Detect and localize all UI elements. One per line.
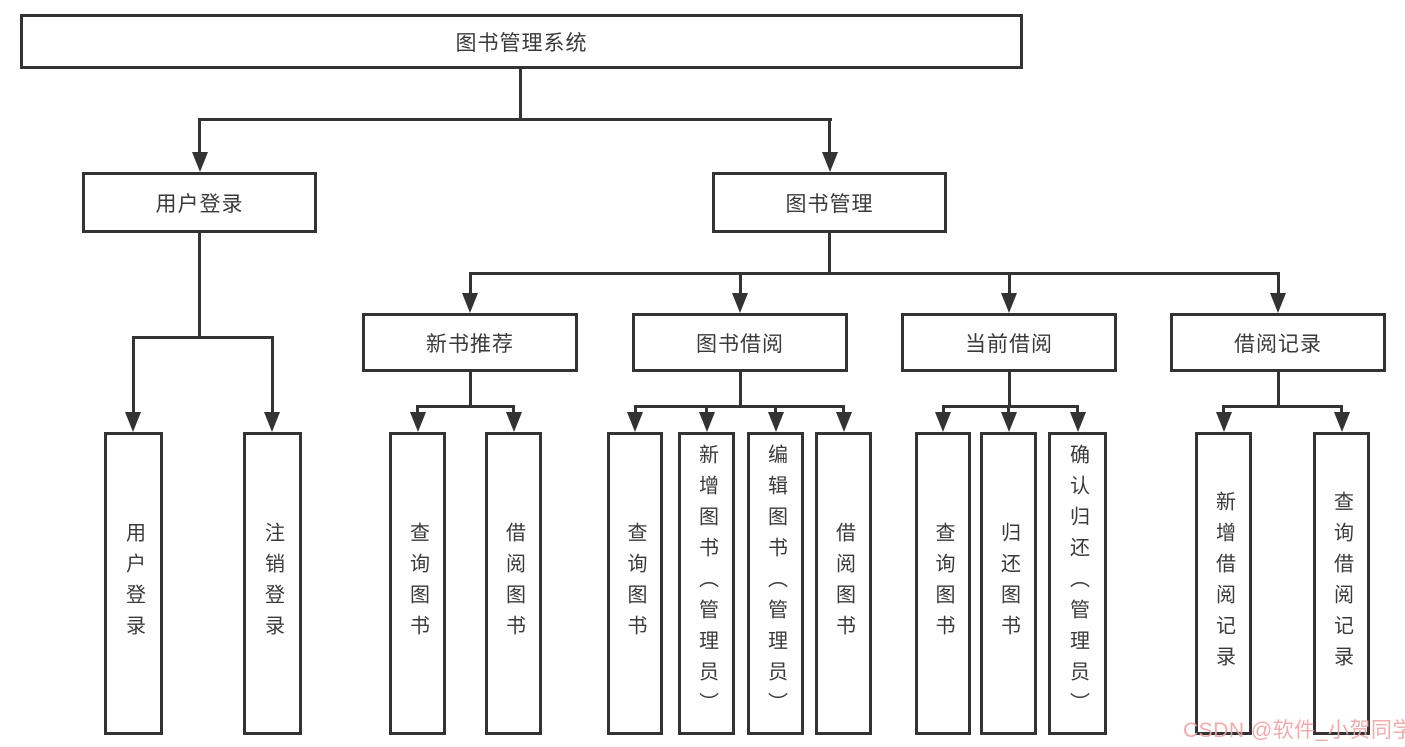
node-new-book-recommend: 新书推荐 [362, 313, 578, 372]
leaf-confirm-return-admin: 确认归还（管理员） [1048, 432, 1107, 735]
connector-line [1222, 405, 1343, 408]
node-label: 新增图书（管理员） [695, 444, 718, 723]
arrow-down-icon [1001, 412, 1017, 432]
node-label: 用户登录 [122, 521, 145, 646]
leaf-recommend-borrow-books: 借阅图书 [485, 432, 542, 735]
connector-line [519, 69, 522, 118]
connector-line [416, 405, 419, 417]
leaf-recommend-query-books: 查询图书 [389, 432, 446, 735]
arrow-down-icon [410, 412, 426, 432]
node-label: 查询借阅记录 [1330, 490, 1353, 677]
arrow-down-icon [1216, 412, 1232, 432]
node-label: 用户登录 [155, 192, 244, 216]
node-user-login: 用户登录 [82, 172, 317, 233]
connector-line [416, 405, 515, 408]
connector-line [469, 272, 1280, 275]
node-label: 图书借阅 [696, 332, 784, 356]
leaf-borrow-books: 借阅图书 [815, 432, 872, 735]
connector-line [1340, 405, 1343, 417]
connector-line [828, 118, 831, 156]
connector-line [1277, 272, 1280, 297]
connector-line [828, 233, 831, 272]
connector-line [132, 336, 135, 418]
arrow-down-icon [836, 412, 852, 432]
node-label: 当前借阅 [965, 332, 1053, 356]
node-book-borrowing: 图书借阅 [632, 313, 848, 372]
node-label: 查询图书 [406, 521, 429, 646]
node-label: 图书管理 [785, 192, 874, 216]
node-label: 查询图书 [624, 521, 646, 646]
node-label: 确认归还（管理员） [1066, 444, 1089, 723]
connector-line [1277, 372, 1280, 405]
connector-line [942, 405, 1079, 408]
connector-line [1008, 272, 1011, 297]
connector-line [271, 336, 274, 418]
connector-line [1076, 405, 1079, 417]
arrow-down-icon [768, 412, 784, 432]
connector-line [198, 233, 201, 336]
connector-line [705, 405, 708, 417]
node-label: 注销登录 [261, 521, 284, 646]
arrow-down-icon [822, 152, 838, 172]
node-label: 新增借阅记录 [1212, 490, 1235, 677]
leaf-add-books-admin: 新增图书（管理员） [678, 432, 735, 735]
leaf-add-borrow-record: 新增借阅记录 [1195, 432, 1252, 735]
node-label: 借阅图书 [832, 521, 855, 646]
node-root-library-system: 图书管理系统 [20, 14, 1023, 69]
connector-line [132, 336, 274, 339]
arrow-down-icon [1001, 293, 1017, 313]
leaf-user-login: 用户登录 [104, 432, 163, 735]
node-borrow-records: 借阅记录 [1170, 313, 1386, 372]
connector-line [739, 372, 742, 405]
node-book-management: 图书管理 [712, 172, 947, 233]
node-label: 查询图书 [932, 521, 954, 646]
node-label: 归还图书 [997, 521, 1020, 646]
leaf-logout: 注销登录 [243, 432, 302, 735]
arrow-down-icon [732, 293, 748, 313]
arrow-down-icon [699, 412, 715, 432]
connector-line [1222, 405, 1225, 417]
connector-line [198, 118, 201, 156]
arrow-down-icon [192, 152, 208, 172]
node-label: 编辑图书（管理员） [764, 444, 787, 723]
connector-line [198, 118, 832, 121]
leaf-edit-books-admin: 编辑图书（管理员） [747, 432, 804, 735]
arrow-down-icon [1334, 412, 1350, 432]
connector-line [774, 405, 777, 417]
arrow-down-icon [264, 412, 280, 432]
node-label: 借阅记录 [1234, 332, 1322, 356]
connector-line [942, 405, 945, 417]
node-label: 新书推荐 [426, 332, 514, 356]
connector-line [1008, 372, 1011, 405]
connector-line [634, 405, 845, 408]
arrow-down-icon [935, 412, 951, 432]
connector-line [512, 405, 515, 417]
arrow-down-icon [1070, 412, 1086, 432]
connector-line [469, 272, 472, 297]
leaf-return-books: 归还图书 [980, 432, 1037, 735]
leaf-query-borrow-record: 查询借阅记录 [1313, 432, 1370, 735]
arrow-down-icon [627, 412, 643, 432]
connector-line [634, 405, 637, 417]
connector-line [842, 405, 845, 417]
arrow-down-icon [125, 412, 141, 432]
leaf-borrowing-query-books: 查询图书 [607, 432, 663, 735]
node-current-borrowing: 当前借阅 [901, 313, 1117, 372]
node-label: 图书管理系统 [455, 31, 588, 55]
arrow-down-icon [462, 293, 478, 313]
connector-line [1007, 405, 1010, 417]
node-label: 借阅图书 [502, 521, 525, 646]
watermark: CSDN @软件_小贺同学 [1183, 719, 1405, 742]
connector-line [739, 272, 742, 297]
arrow-down-icon [1270, 293, 1286, 313]
connector-line [469, 372, 472, 405]
arrow-down-icon [506, 412, 522, 432]
leaf-current-query-books: 查询图书 [915, 432, 971, 735]
